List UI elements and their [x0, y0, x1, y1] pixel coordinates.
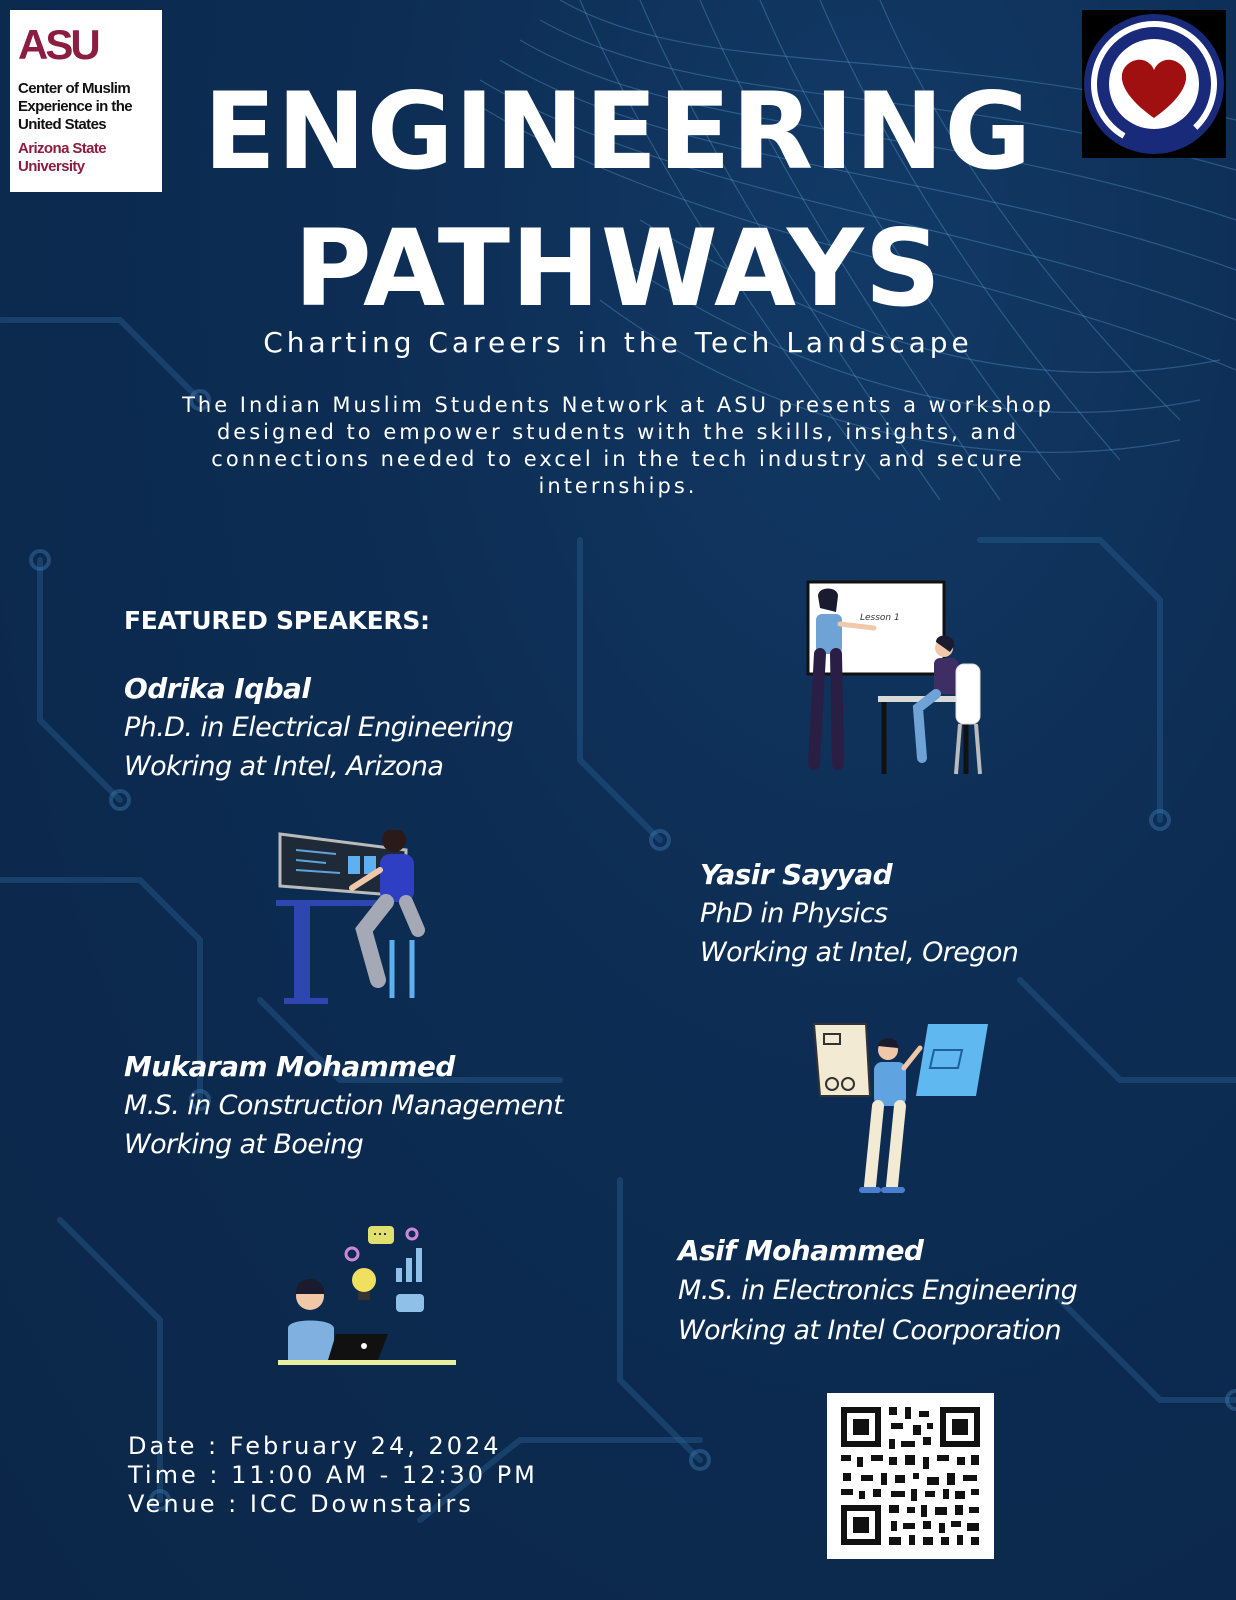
speaker-work: Working at Boeing [124, 1129, 364, 1160]
teacher-illustration: Lesson 1 [806, 580, 982, 775]
speaker-degree: Ph.D. in Electrical Engineering [124, 712, 514, 743]
asu-logo-university: Arizona State [18, 140, 107, 157]
description: The Indian Muslim Students Network at AS… [182, 393, 1054, 498]
speaker-work: Working at Intel Coorporation [678, 1315, 1062, 1346]
asu-logo-line: Center of Muslim [18, 80, 131, 97]
speaker-name: Yasir Sayyad [700, 858, 893, 891]
title-line-2: PATHWAYS [294, 207, 942, 330]
asu-logo-line: Experience in the [18, 98, 133, 115]
speaker-work: Wokring at Intel, Arizona [124, 751, 444, 782]
asu-logo-mark: ASU [18, 21, 101, 68]
speaker-name: Asif Mohammed [678, 1234, 924, 1267]
speaker-card: Mukaram Mohammed M.S. in Construction Ma… [124, 1050, 564, 1162]
asu-logo-line: United States [18, 116, 107, 133]
speaker-name: Mukaram Mohammed [124, 1050, 455, 1083]
speaker-degree: PhD in Physics [700, 898, 888, 929]
whiteboard-text: Lesson 1 [860, 613, 900, 623]
speaker-work: Working at Intel, Oregon [700, 937, 1019, 968]
speaker-name: Odrika Iqbal [124, 672, 311, 705]
qr-code-icon [841, 1407, 980, 1545]
asu-logo: ASU Center of Muslim Experience in the U… [10, 10, 162, 192]
heart-icon [1084, 14, 1224, 154]
heart-logo [1082, 10, 1226, 158]
speaker-degree: M.S. in Electronics Engineering [678, 1275, 1078, 1306]
dashboard-illustration [812, 1023, 988, 1193]
computer-worker-illustration [276, 830, 425, 1004]
speaker-degree: M.S. in Construction Management [124, 1090, 564, 1121]
event-time: Time : 11:00 AM - 12:30 PM [128, 1461, 538, 1489]
title-line-1: ENGINEERING [203, 70, 1033, 193]
speaker-card: Odrika Iqbal Ph.D. in Electrical Enginee… [124, 672, 514, 784]
featured-speakers-heading: FEATURED SPEAKERS: [124, 606, 430, 635]
subtitle: Charting Careers in the Tech Landscape [263, 326, 973, 359]
speaker-card: Asif Mohammed M.S. in Electronics Engine… [678, 1234, 1078, 1348]
event-date: Date : February 24, 2024 [128, 1432, 502, 1460]
qr-code[interactable] [827, 1393, 994, 1559]
ideas-illustration [278, 1226, 456, 1365]
asu-logo-university: University [18, 158, 85, 175]
event-venue: Venue : ICC Downstairs [128, 1490, 474, 1518]
speaker-card: Yasir Sayyad PhD in Physics Working at I… [700, 858, 1019, 970]
